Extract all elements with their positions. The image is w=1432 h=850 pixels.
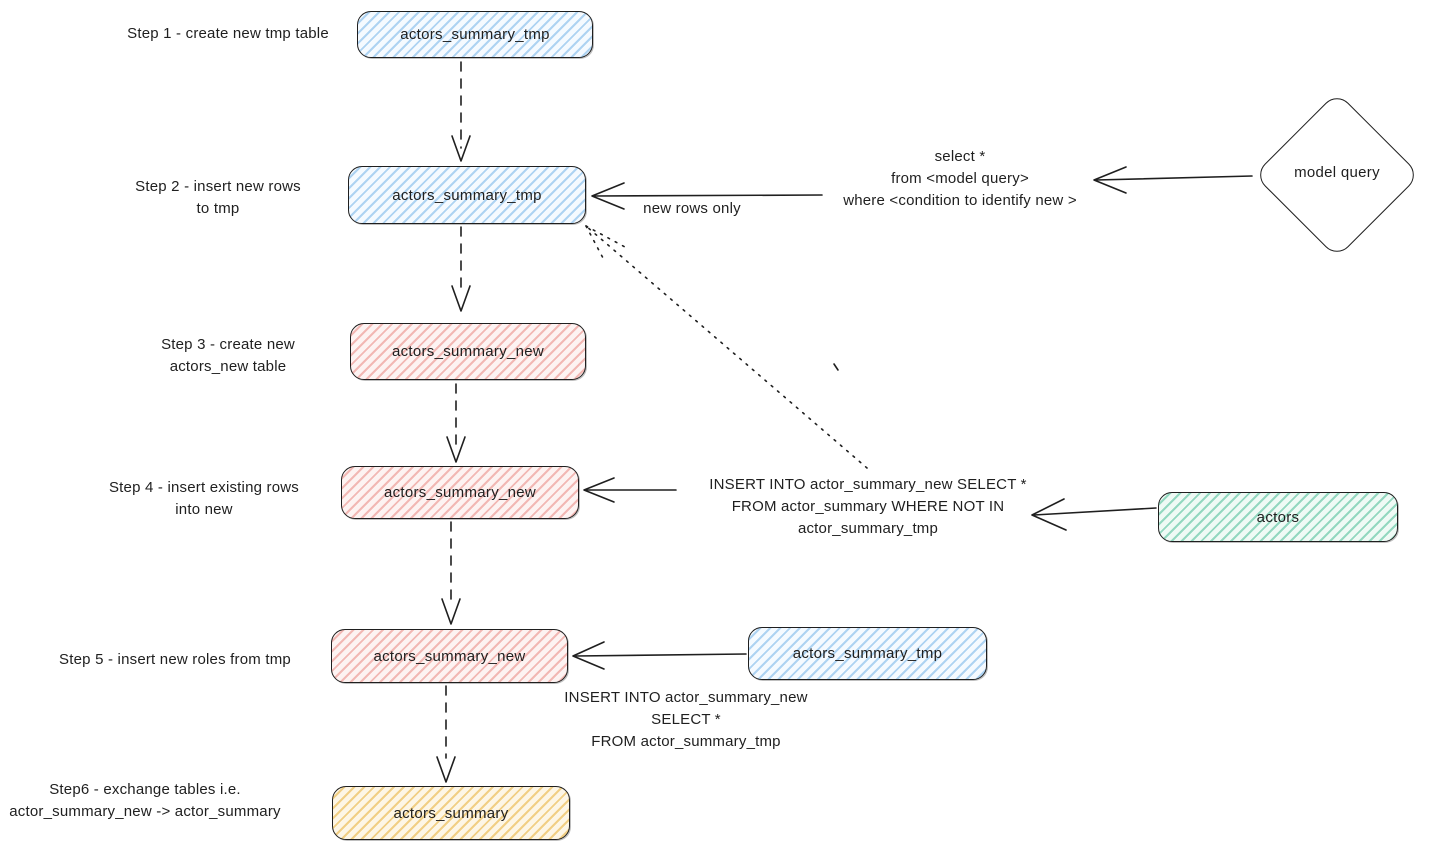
arrow-selectquery-to-step2	[591, 182, 823, 210]
node-label: actors_summary_new	[383, 484, 537, 501]
node-label: actors_summary	[393, 804, 509, 822]
node-step2-actors-summary-tmp: actors_summary_tmp	[348, 166, 586, 224]
step4-label: Step 4 - insert existing rows into new	[108, 479, 300, 518]
arrow-insertnotin-to-step4	[583, 477, 677, 503]
stray-mark	[833, 363, 839, 371]
node-label: actors_summary_new	[373, 647, 526, 665]
new-rows-only-label: new rows only	[643, 200, 741, 217]
insert-not-in-annotation: INSERT INTO actor_summary_new SELECT * F…	[709, 476, 1027, 537]
node-label: actors_summary_tmp	[792, 645, 943, 662]
step3-label: Step 3 - create new actors_new table	[161, 336, 295, 375]
node-step1-actors-summary-tmp: actors_summary_tmp	[357, 11, 593, 58]
node-step6-actors-summary: actors_summary	[332, 786, 570, 840]
node-actors: actors	[1158, 492, 1398, 542]
node-actors-summary-tmp-right: actors_summary_tmp	[748, 627, 987, 680]
step1-label: Step 1 - create new tmp table	[127, 25, 329, 42]
insert-from-tmp-annotation: INSERT INTO actor_summary_new SELECT * F…	[564, 689, 808, 750]
step6-label: Step6 - exchange tables i.e. actor_summa…	[9, 781, 281, 820]
node-step3-actors-summary-new: actors_summary_new	[350, 323, 586, 380]
arrow-modelquery-to-selectquery	[1093, 166, 1253, 194]
step2-label: Step 2 - insert new rows to tmp	[135, 178, 301, 217]
node-label: actors_summary_new	[391, 343, 545, 360]
node-step4-actors-summary-new: actors_summary_new	[341, 466, 579, 519]
arrow-step3-to-step4	[446, 383, 466, 463]
arrow-step1-to-step2	[451, 61, 471, 162]
select-query-annotation: select * from <model query> where <condi…	[843, 148, 1077, 209]
arrow-tmp-to-step5	[572, 641, 747, 670]
arrow-step4-to-step5	[441, 521, 461, 625]
node-label: actors	[1256, 508, 1300, 526]
arrow-step2-to-step3	[451, 226, 471, 312]
dotted-link-step2-to-insertnotin	[585, 225, 868, 469]
step5-label: Step 5 - insert new roles from tmp	[59, 651, 291, 668]
model-query-label: model query	[1294, 164, 1380, 181]
arrow-actors-to-insertnotin	[1031, 498, 1157, 531]
arrow-step5-to-step6	[436, 685, 456, 783]
node-label: actors_summary_tmp	[400, 26, 550, 43]
node-label: actors_summary_tmp	[392, 186, 542, 204]
node-step5-actors-summary-new: actors_summary_new	[331, 629, 568, 683]
